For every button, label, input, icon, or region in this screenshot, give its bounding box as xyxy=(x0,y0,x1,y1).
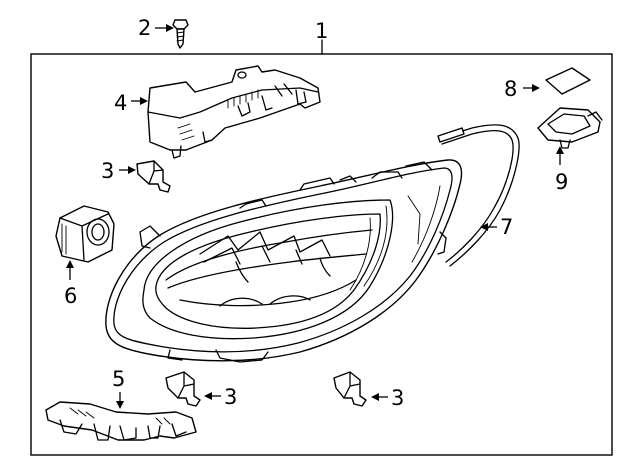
led-module-part xyxy=(55,205,115,263)
lower-bracket-part xyxy=(45,401,197,441)
callout-2: 2 xyxy=(138,16,151,40)
clip-part-upper xyxy=(136,160,171,193)
callout-4: 4 xyxy=(114,91,127,115)
callout-3-lower-left: 3 xyxy=(224,385,237,409)
screw-part xyxy=(172,19,189,49)
callout-7: 7 xyxy=(500,215,513,239)
mount-bracket-part xyxy=(537,107,603,149)
clip-part-lower-right xyxy=(333,371,367,407)
label-part xyxy=(545,67,591,95)
callout-5: 5 xyxy=(112,367,125,391)
headlamp-housing xyxy=(105,159,463,363)
callout-1: 1 xyxy=(315,19,328,43)
seal-strip-part xyxy=(437,124,520,267)
bracket-part xyxy=(147,65,321,159)
clip-part-lower-left xyxy=(165,371,201,407)
callout-6: 6 xyxy=(64,284,77,308)
callout-8: 8 xyxy=(504,77,517,101)
callout-9: 9 xyxy=(555,170,568,194)
callout-3-upper: 3 xyxy=(101,159,114,183)
callout-3-lower-right: 3 xyxy=(391,386,404,410)
callout-arrows xyxy=(66,24,564,409)
